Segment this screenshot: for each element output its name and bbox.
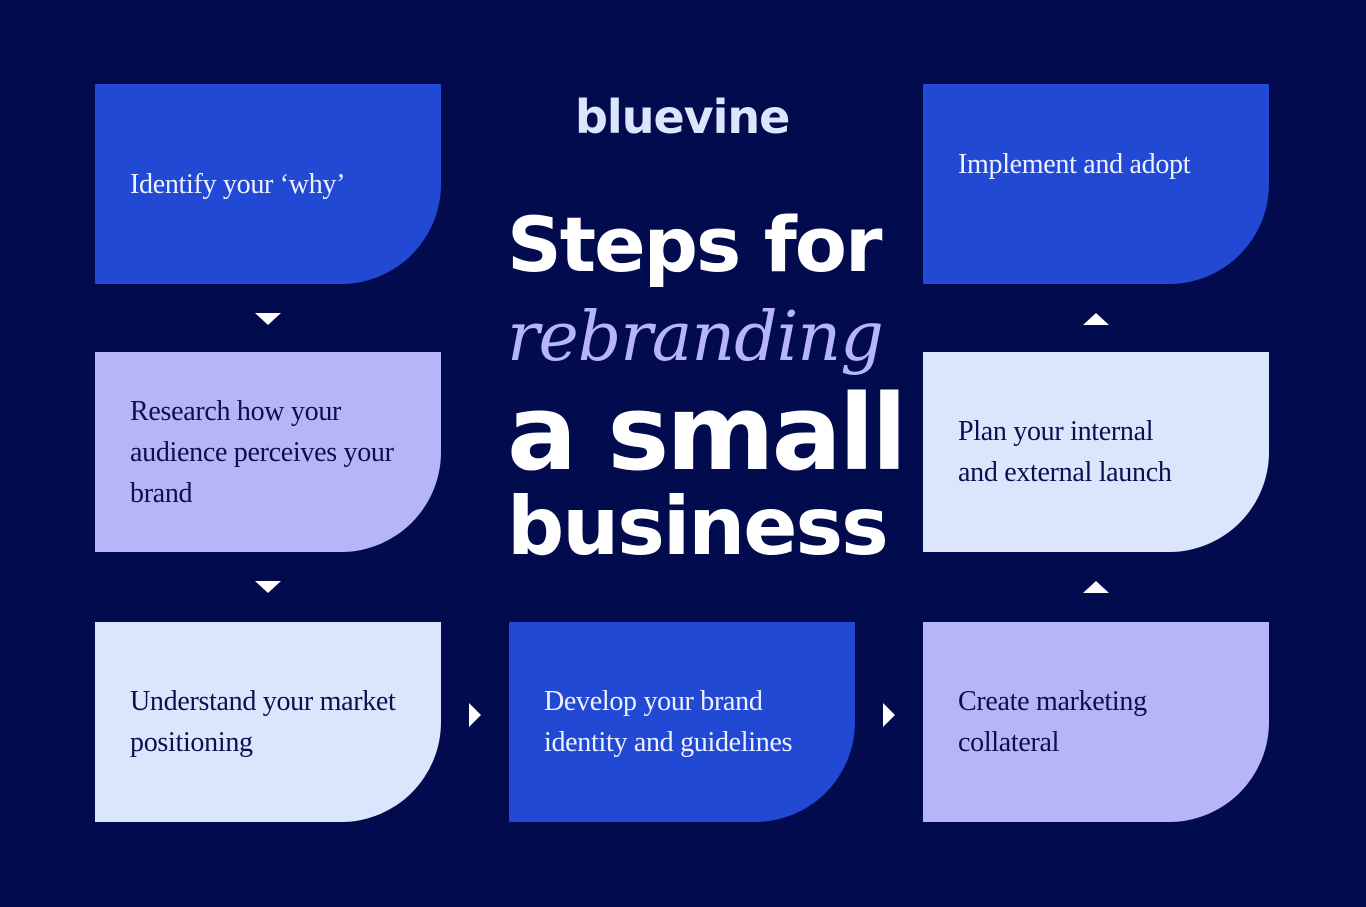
step-4-box: Develop your brand identity and guidelin… <box>509 622 855 822</box>
step-7-box: Implement and adopt <box>923 84 1269 284</box>
step-2-label: Research how your audience perceives you… <box>130 395 394 509</box>
step-4-label: Develop your brand identity and guidelin… <box>544 686 793 758</box>
step-3-label: Understand your market positioning <box>130 686 396 758</box>
step-1-label: Identify your ‘why’ <box>130 168 346 200</box>
step-1-box: Identify your ‘why’ <box>95 84 441 284</box>
title-line-4: business <box>507 480 889 573</box>
arrow-right-icon <box>469 703 481 727</box>
arrow-up-icon <box>1083 581 1109 593</box>
step-5-box: Create marketing collateral <box>923 622 1269 822</box>
step-3-box: Understand your market positioning <box>95 622 441 822</box>
title-line-1: Steps for <box>507 200 882 289</box>
arrow-up-icon <box>1083 313 1109 325</box>
step-6-label: Plan your internal and external launch <box>958 416 1172 488</box>
title-line-2: rebranding <box>507 298 884 377</box>
step-6-box: Plan your internal and external launch <box>923 352 1269 552</box>
step-2-box: Research how your audience perceives you… <box>95 352 441 552</box>
arrow-down-icon <box>255 581 281 593</box>
step-5-label: Create marketing collateral <box>958 686 1147 758</box>
step-7-label: Implement and adopt <box>958 148 1191 180</box>
bluevine-logo: bluevine <box>575 90 790 144</box>
arrow-right-icon <box>883 703 895 727</box>
title-line-3: a small <box>507 372 907 494</box>
arrow-down-icon <box>255 313 281 325</box>
